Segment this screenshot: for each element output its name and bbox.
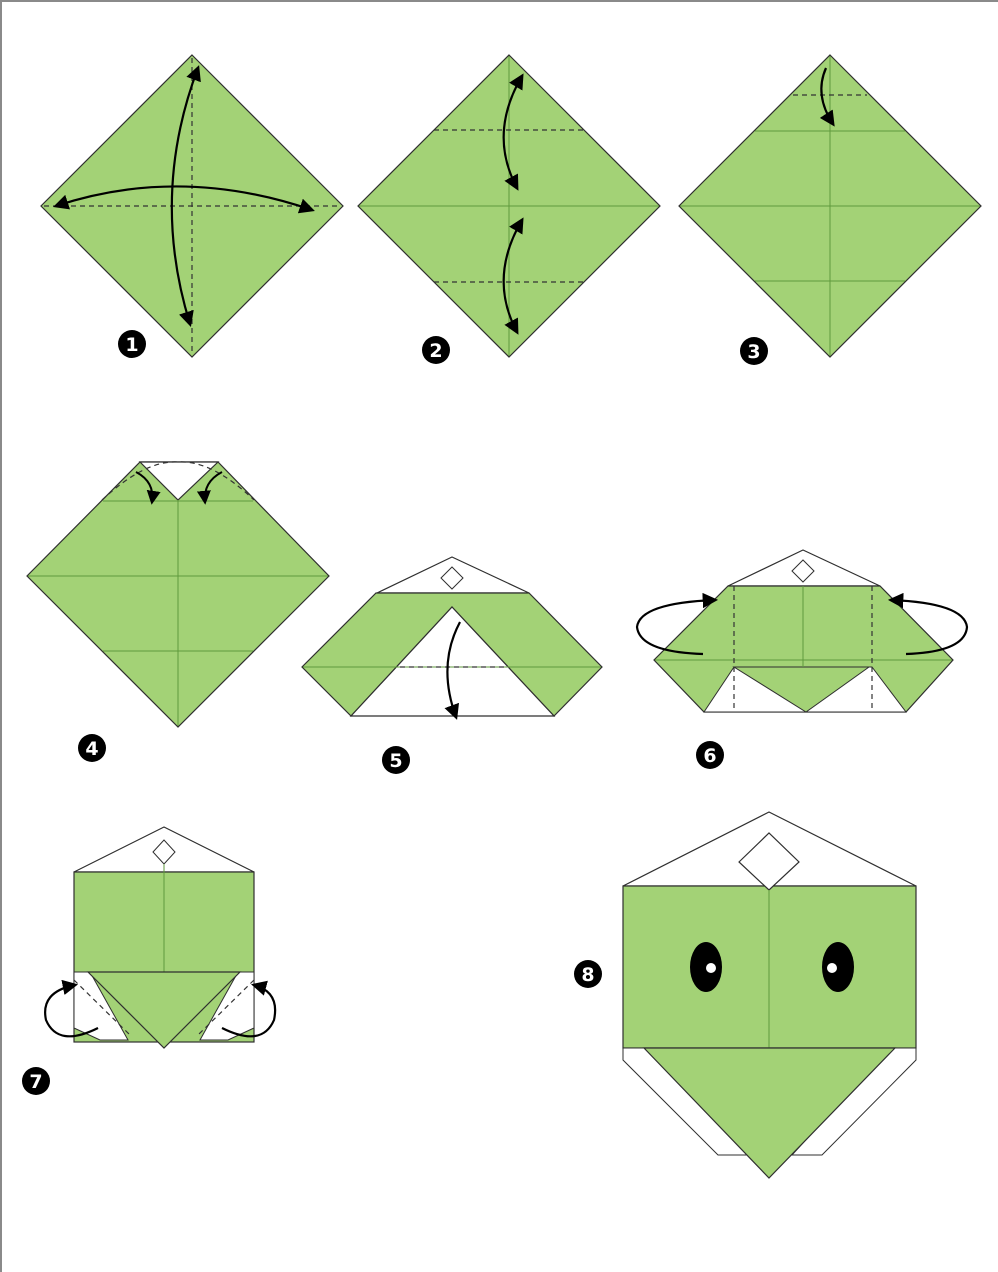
step-marker-1: 1 (118, 330, 146, 358)
step-2-diagram (358, 55, 660, 357)
step-number-5: 5 (389, 750, 402, 772)
step-marker-4: 4 (78, 734, 106, 762)
step-number-7: 7 (29, 1071, 42, 1093)
step-1-diagram (41, 55, 343, 357)
step-number-3: 3 (747, 341, 760, 363)
step-number-4: 4 (85, 738, 98, 760)
step-marker-3: 3 (740, 337, 768, 365)
step-number-1: 1 (125, 334, 138, 356)
step-6-diagram (637, 550, 967, 712)
step-5-diagram (302, 557, 602, 717)
step-7-diagram (45, 827, 275, 1048)
step-number-6: 6 (703, 745, 716, 767)
step-marker-5: 5 (382, 746, 410, 774)
step-number-2: 2 (429, 340, 442, 362)
left-eye (690, 942, 722, 992)
step-8-diagram (623, 812, 916, 1178)
step-marker-7: 7 (22, 1067, 50, 1095)
step-number-8: 8 (581, 964, 594, 986)
right-eye (822, 942, 854, 992)
step-marker-6: 6 (696, 741, 724, 769)
step-marker-8: 8 (574, 960, 602, 988)
step-3-diagram (679, 55, 981, 357)
step-marker-2: 2 (422, 336, 450, 364)
step-4-diagram (27, 462, 329, 727)
